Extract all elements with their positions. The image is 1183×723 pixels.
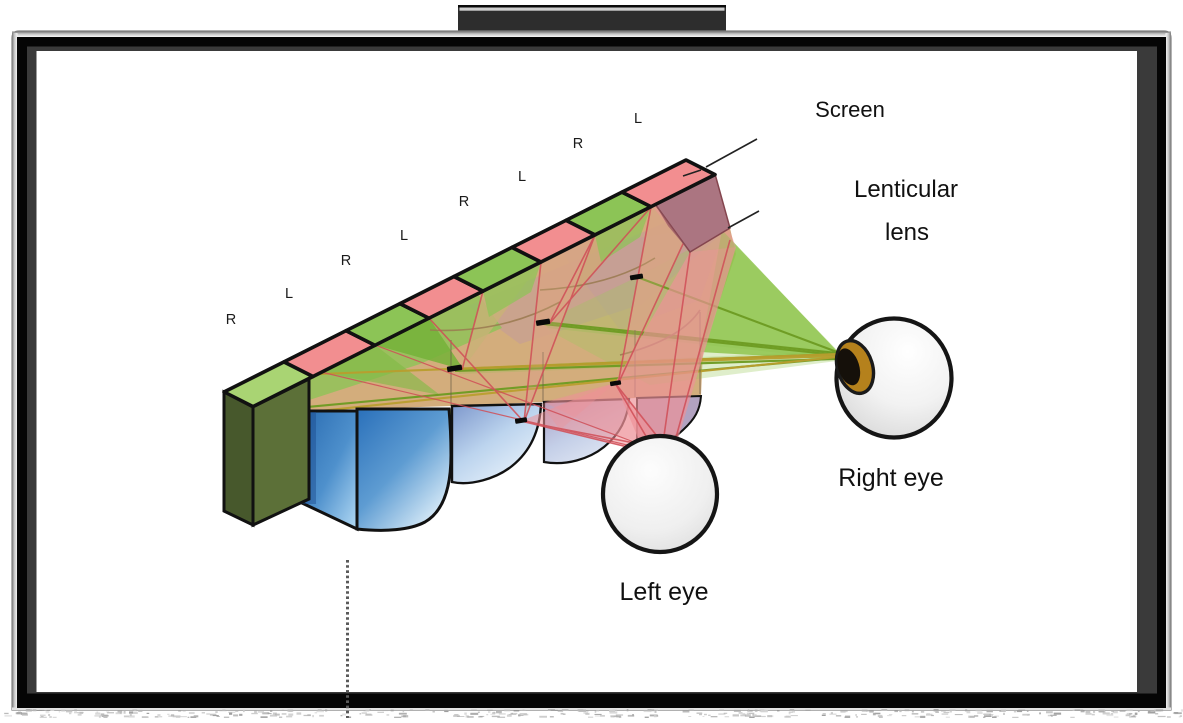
svg-text:Lenticular: Lenticular <box>854 176 958 203</box>
svg-text:L: L <box>285 286 293 302</box>
svg-text:R: R <box>226 312 236 328</box>
svg-text:Right eye: Right eye <box>838 464 944 492</box>
svg-text:R: R <box>459 194 469 210</box>
svg-text:lens: lens <box>885 219 929 246</box>
svg-text:L: L <box>518 169 526 185</box>
svg-text:L: L <box>400 228 408 244</box>
svg-text:Screen: Screen <box>815 97 885 122</box>
svg-text:L: L <box>634 111 642 127</box>
svg-text:R: R <box>341 253 351 269</box>
svg-text:Left eye: Left eye <box>620 578 709 606</box>
svg-text:R: R <box>573 136 583 152</box>
